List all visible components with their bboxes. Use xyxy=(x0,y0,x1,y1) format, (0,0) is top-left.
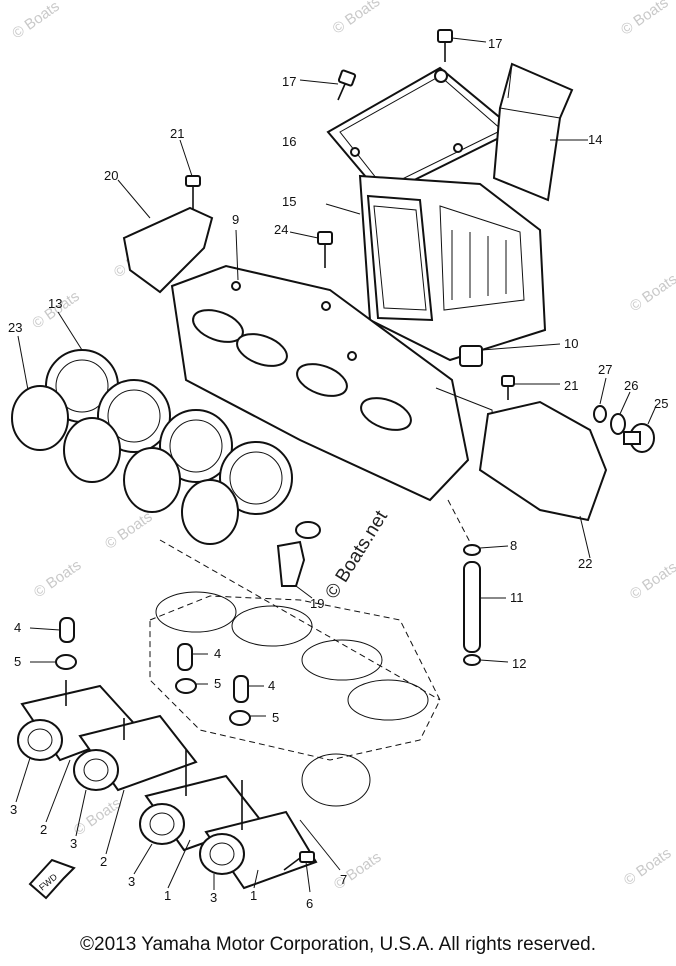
clips-5 xyxy=(30,654,266,726)
callout-24: 25 xyxy=(654,396,668,411)
callout-2-a: 2 xyxy=(40,822,47,837)
leader-7 xyxy=(299,819,341,871)
callout-3-b: 3 xyxy=(70,836,77,851)
callout-6: 6 xyxy=(306,896,313,911)
leader-2-a xyxy=(45,759,71,823)
screw-26 xyxy=(289,231,333,268)
callout-22-lower: 21 xyxy=(564,378,578,393)
leader-1-b xyxy=(253,869,259,889)
leader-9 xyxy=(235,229,239,281)
bolt-17-top xyxy=(437,29,487,62)
callout-22-upper: 21 xyxy=(170,126,184,141)
callout-25: 26 xyxy=(624,378,638,393)
watermark-right-2: © Boats xyxy=(627,559,676,604)
plug-18 xyxy=(295,521,321,539)
caps-4 xyxy=(29,617,264,703)
washer-25 xyxy=(610,391,631,435)
leader-1-a xyxy=(167,839,191,889)
watermark-mid-left: © Boats xyxy=(31,557,85,602)
drain-hose-11 xyxy=(447,499,509,666)
leader-3-c xyxy=(133,843,153,875)
callout-2-b: 2 xyxy=(100,854,107,869)
airbox-cover xyxy=(326,66,517,198)
callout-4-c: 4 xyxy=(268,678,275,693)
carburetors xyxy=(17,680,318,890)
callout-4-a: 4 xyxy=(14,620,21,635)
callout-17-top: 17 xyxy=(488,36,502,51)
watermark-mid-center: © Boats xyxy=(102,508,156,553)
callout-17-left: 17 xyxy=(282,74,296,89)
watermark-right-1: © Boats xyxy=(627,271,676,316)
callout-8: 8 xyxy=(510,538,517,553)
callout-3-a: 3 xyxy=(10,802,17,817)
bolt-22-upper xyxy=(179,139,201,210)
callout-10: 10 xyxy=(564,336,578,351)
grommet-10 xyxy=(459,343,561,367)
callout-1-a: 1 xyxy=(164,888,171,903)
washer-27 xyxy=(593,377,607,423)
clamps-23 xyxy=(11,335,239,545)
watermark-center: © Boats.net xyxy=(321,506,392,602)
leader-3-b xyxy=(75,789,87,837)
intake-housing xyxy=(170,264,495,502)
callout-19: 19 xyxy=(310,596,324,611)
callout-5-b: 5 xyxy=(214,676,221,691)
callout-1-b: 1 xyxy=(250,888,257,903)
callout-20: 22 xyxy=(578,556,592,571)
callout-23: 23 xyxy=(8,320,22,335)
callout-11: 11 xyxy=(510,590,524,605)
callout-13: 13 xyxy=(48,296,62,311)
callout-7: 7 xyxy=(340,872,347,887)
callout-12: 12 xyxy=(512,656,526,671)
callout-16: 16 xyxy=(282,134,296,149)
callout-9: 9 xyxy=(232,212,239,227)
watermark-bottom-right: © Boats xyxy=(621,845,675,890)
callout-14: 14 xyxy=(588,132,602,147)
callout-3-d: 3 xyxy=(210,890,217,905)
engine-outline xyxy=(149,539,441,807)
callout-4-b: 4 xyxy=(214,646,221,661)
watermark-bottom-center: © Boats xyxy=(331,849,385,894)
bracket-21 xyxy=(117,179,214,294)
watermark-top-left: © Boats xyxy=(9,0,63,42)
bolt-17-left xyxy=(299,69,357,101)
callout-27: 27 xyxy=(598,362,612,377)
callout-26: 24 xyxy=(274,222,288,237)
copyright-notice: ©2013 Yamaha Motor Corporation, U.S.A. A… xyxy=(80,934,596,955)
leader-3-a xyxy=(15,757,31,803)
callout-3-c: 3 xyxy=(128,874,135,889)
knob-24 xyxy=(623,405,657,453)
watermark-top-right: © Boats xyxy=(618,0,672,39)
callout-15: 15 xyxy=(282,194,296,209)
callout-5-a: 5 xyxy=(14,654,21,669)
side-cover-20 xyxy=(478,400,608,559)
elbow-19 xyxy=(276,540,313,599)
callout-5-c: 5 xyxy=(272,710,279,725)
air-duct xyxy=(492,62,588,202)
screw-6 xyxy=(283,851,315,893)
leader-2-b xyxy=(105,789,125,855)
callout-21: 20 xyxy=(104,168,118,183)
watermark-top-center: © Boats xyxy=(330,0,384,38)
bolt-22-lower xyxy=(501,375,560,400)
fwd-arrow-icon: FWD xyxy=(28,858,76,900)
